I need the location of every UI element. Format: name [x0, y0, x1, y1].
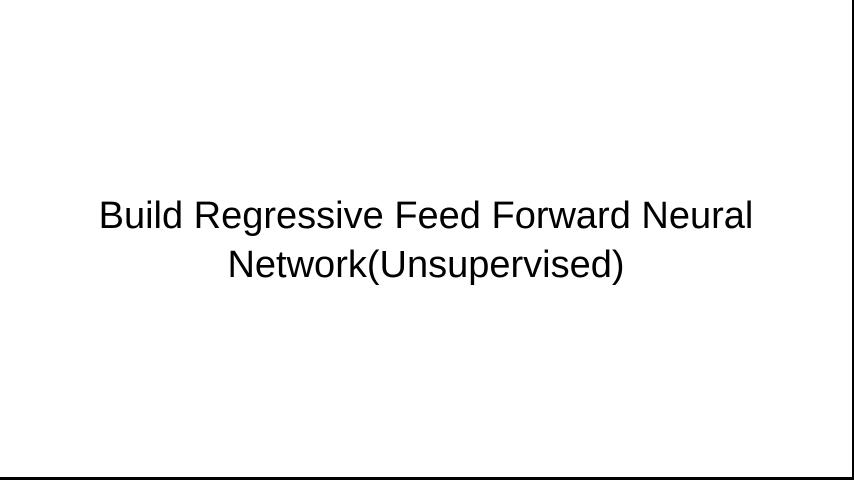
slide-title: Build Regressive Feed Forward Neural Net…	[98, 195, 754, 286]
